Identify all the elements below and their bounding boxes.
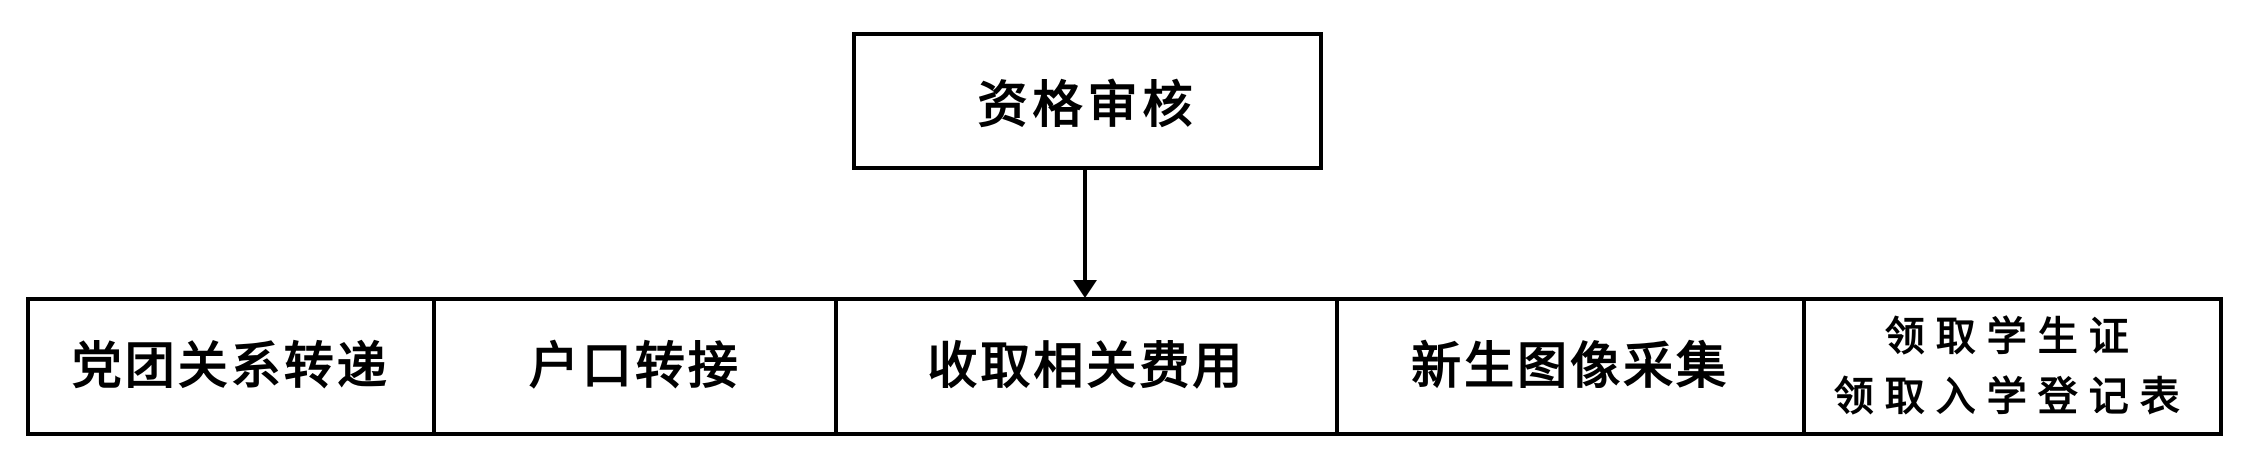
cell-fee-collection-label: 收取相关费用 (927, 338, 1246, 394)
cell-new-student-photo-capture: 新生图像采集 (1334, 301, 1802, 432)
cell-receive-student-id-label: 领取学生证 (1884, 314, 2140, 359)
cell-party-league-relation-transfer-label: 党团关系转递 (71, 338, 390, 394)
node-qualification-review-label: 资格审核 (977, 77, 1198, 133)
node-qualification-review: 资格审核 (852, 32, 1323, 170)
cell-receive-registration-form-label: 领取入学登记表 (1833, 374, 2191, 419)
process-steps-row: 党团关系转递 户口转接 收取相关费用 新生图像采集 领取学生证 领取入学登记表 (26, 297, 2223, 436)
down-arrow-head-icon (1073, 280, 1097, 298)
cell-receive-student-id-and-registration-form: 领取学生证 领取入学登记表 (1801, 301, 2219, 432)
cell-household-registration-transfer-label: 户口转接 (528, 338, 741, 394)
cell-party-league-relation-transfer: 党团关系转递 (30, 301, 432, 432)
down-arrow-line (1083, 170, 1087, 282)
cell-household-registration-transfer: 户口转接 (431, 301, 835, 432)
cell-fee-collection: 收取相关费用 (834, 301, 1335, 432)
cell-new-student-photo-capture-label: 新生图像采集 (1411, 338, 1730, 394)
